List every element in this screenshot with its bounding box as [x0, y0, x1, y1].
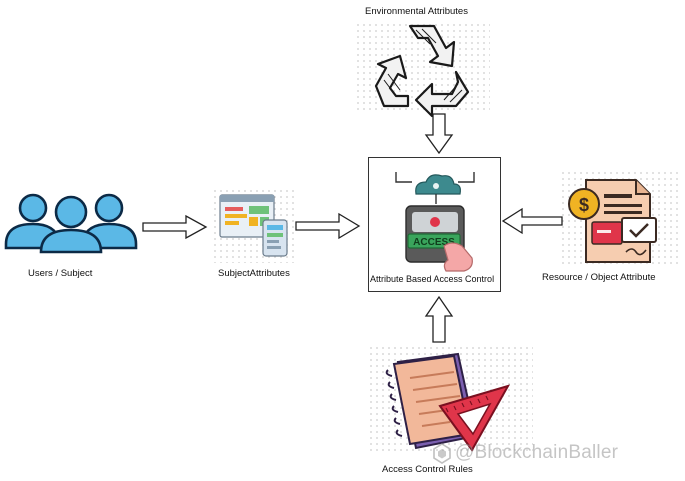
arrow-env-to-abac [424, 113, 454, 155]
device-screen-text: ACCESS [413, 237, 455, 248]
arrow-subjectattr-to-abac [295, 212, 361, 240]
cloud-access-icon: ACCESS [395, 172, 475, 272]
abac-box [368, 157, 501, 292]
browser-dashboard-icon [219, 194, 288, 257]
resource-object-attribute-label: Resource / Object Attribute [542, 272, 656, 283]
arrow-resource-to-abac [501, 207, 563, 235]
arrow-users-to-subjectattr [142, 214, 208, 240]
subject-attributes-label: SubjectAttributes [218, 268, 290, 279]
recycle-icon [374, 24, 470, 118]
users-group-icon [4, 193, 138, 254]
access-control-rules-label: Access Control Rules [382, 464, 473, 475]
environmental-attributes-label: Environmental Attributes [365, 6, 468, 17]
users-subject-label: Users / Subject [28, 268, 93, 279]
notebook-ruler-icon [385, 352, 511, 452]
abac-label: Attribute Based Access Control [370, 274, 495, 284]
watermark-text: @BlockchainBaller [455, 442, 619, 463]
arrow-rules-to-abac [424, 295, 454, 343]
watermark-logo-icon [433, 443, 451, 464]
svg-text:$: $ [579, 195, 589, 215]
invoice-document-icon: $ [568, 179, 657, 263]
